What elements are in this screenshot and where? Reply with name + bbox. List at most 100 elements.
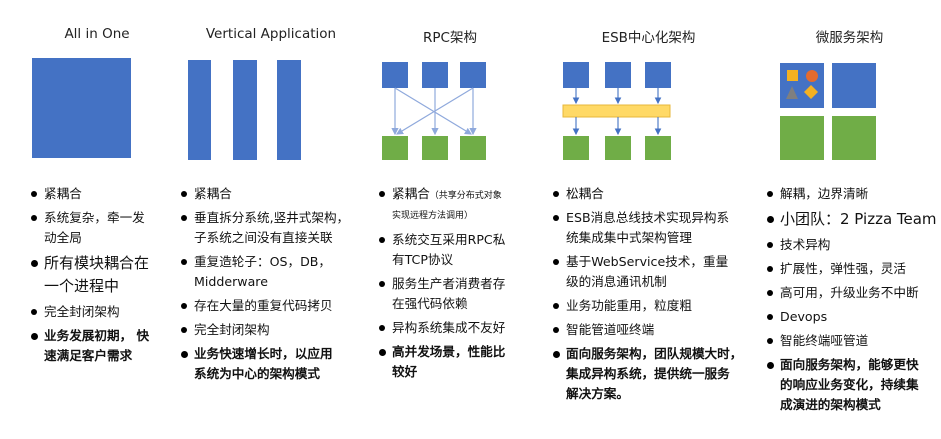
bullet-text: 业务功能重用，粒度粗 [566,298,692,313]
column-title: Vertical Application [205,26,337,42]
rpc-consumer-3 [460,62,486,88]
microservice-block-mixed [780,63,824,108]
bullet-text: 系统复杂，牵一发 [44,210,145,225]
bullet-item: 智能终端哑管道 [766,331,937,351]
bullet-text: 松耦合 [566,186,604,201]
bullet-text: 成演进的架构模式 [780,397,881,412]
bullet-text: 存在大量的重复代码拷贝 [194,298,333,313]
microservice-block-2 [832,63,876,108]
bullet-item: 业务功能重用，粒度粗 [552,296,742,316]
microservice-block-4 [832,116,876,160]
bullet-item: 所有模块耦合在一个进程中 [30,252,149,298]
esb-provider-3 [645,136,671,160]
microservice-diagram [780,63,876,160]
bullet-item: 智能管道哑终端 [552,320,742,340]
bullet-text: 服务生产者消费者存 [392,276,506,291]
rpc-diagram [382,62,486,160]
bullet-text: 集成异构系统，提供统一服务 [566,366,730,381]
bullet-note: （共享分布式对象 [429,191,502,201]
column-vertical-application: Vertical Application 紧耦合垂直拆分系统,竖井式架构， 子系统… [176,0,366,439]
bullet-item: 完全封闭架构 [30,302,149,322]
bullet-text: 业务快速增长时，以应用 [194,346,333,361]
bullet-item: 基于WebService技术，重量级的消息通讯机制 [552,252,742,292]
bullet-item: 垂直拆分系统,竖井式架构， 子系统之间没有直接关联 [180,208,349,248]
monolith-diagram [32,58,131,158]
bullet-text: 智能管道哑终端 [566,322,655,337]
bullet-list: 紧耦合垂直拆分系统,竖井式架构， 子系统之间没有直接关联重复造轮子：OS，DB， M… [180,184,349,384]
bullet-text: 面向服务架构，团队规模大时， [566,346,743,361]
bullet-item: 紧耦合（共享分布式对象实现远程方法调用） [378,184,505,226]
square-shape-icon [787,70,798,81]
bullet-text: 子系统之间没有直接关联 [194,230,333,245]
bullet-text: 小团队：2 Pizza Team [780,210,937,228]
esb-diagram [562,62,671,160]
bullet-text: 紧耦合 [392,186,430,201]
bullet-text: 异构系统集成不友好 [392,320,506,335]
bullet-item: ESB消息总线技术实现异构系统集成集中式架构管理 [552,208,742,248]
bullet-text: 紧耦合 [194,186,232,201]
bullet-item: 完全封闭架构 [180,320,349,340]
column-rpc: RPC架构 紧耦合（共享分布式对象实现远程方法调用）系统交互采用RPC私有TCP… [370,0,530,439]
bullet-text: 垂直拆分系统,竖井式架构， [194,210,350,225]
bullet-item: 系统复杂，牵一发动全局 [30,208,149,248]
bullet-text: 解决方案。 [566,386,629,401]
bullet-text: 重复造轮子：OS，DB， [194,254,331,269]
bullet-text: Devops [780,309,828,324]
esb-consumer-3 [645,62,671,88]
rpc-consumer-1 [382,62,408,88]
bullet-text: 高可用，升级业务不中断 [780,285,919,300]
bullet-text: 业务发展初期， 快 [44,328,150,343]
bullet-item: 异构系统集成不友好 [378,318,505,338]
bullet-text: 紧耦合 [44,186,82,201]
bullet-text: 动全局 [44,230,82,245]
esb-arrows [572,88,662,136]
vertical-block-1 [188,60,211,160]
bullet-list: 紧耦合系统复杂，牵一发动全局所有模块耦合在一个进程中完全封闭架构业务发展初期， … [30,184,149,366]
rpc-call-arrows [391,87,477,136]
esb-consumer-2 [605,62,631,88]
bullet-item: 扩展性，弹性强，灵活 [766,259,937,279]
bullet-item: Devops [766,307,937,327]
rpc-provider-3 [460,136,486,160]
bullet-item: 高并发场景，性能比较好 [378,342,505,382]
vertical-diagram [188,60,301,160]
bullet-item: 解耦，边界清晰 [766,184,937,204]
bullet-text: 智能终端哑管道 [780,333,869,348]
bullet-item: 重复造轮子：OS，DB， Midderware [180,252,349,292]
bullet-item: 面向服务架构，能够更快的响应业务变化，持续集成演进的架构模式 [766,355,937,415]
bullet-item: 业务发展初期， 快速满足客户需求 [30,326,149,366]
bullet-list: 紧耦合（共享分布式对象实现远程方法调用）系统交互采用RPC私有TCP协议服务生产… [378,184,505,382]
bullet-text: 完全封闭架构 [44,304,120,319]
microservice-block-3 [780,116,824,160]
vertical-block-2 [233,60,257,160]
bullet-text: 一个进程中 [44,277,120,295]
esb-provider-1 [563,136,589,160]
bullet-item: 业务快速增长时，以应用系统为中心的架构模式 [180,344,349,384]
bullet-text: ESB消息总线技术实现异构系 [566,210,730,225]
bullet-text: 高并发场景，性能比 [392,344,506,359]
circle-shape-icon [806,70,818,82]
bullet-item: 高可用，升级业务不中断 [766,283,937,303]
bullet-text: 系统交互采用RPC私 [392,232,506,247]
bullet-text: 较好 [392,364,418,379]
column-title: ESB中心化架构 [601,30,696,46]
bullet-text: 扩展性，弹性强，灵活 [780,261,906,276]
triangle-shape-icon [786,86,798,99]
column-all-in-one: All in One 紧耦合系统复杂，牵一发动全局所有模块耦合在一个进程中完全封… [22,0,172,439]
bullet-note: 实现远程方法调用） [392,211,474,221]
bullet-text: 基于WebService技术，重量 [566,254,729,269]
bullet-item: 松耦合 [552,184,742,204]
esb-provider-2 [605,136,631,160]
bullet-text: 速满足客户需求 [44,348,133,363]
bullet-item: 系统交互采用RPC私有TCP协议 [378,230,505,270]
bullet-text: Midderware [194,274,268,289]
bullet-item: 紧耦合 [180,184,349,204]
bullet-text: 系统为中心的架构模式 [194,366,320,381]
bullet-text: 面向服务架构，能够更快 [780,357,919,372]
bullet-item: 服务生产者消费者存在强代码依赖 [378,274,505,314]
bullet-text: 统集成集中式架构管理 [566,230,692,245]
